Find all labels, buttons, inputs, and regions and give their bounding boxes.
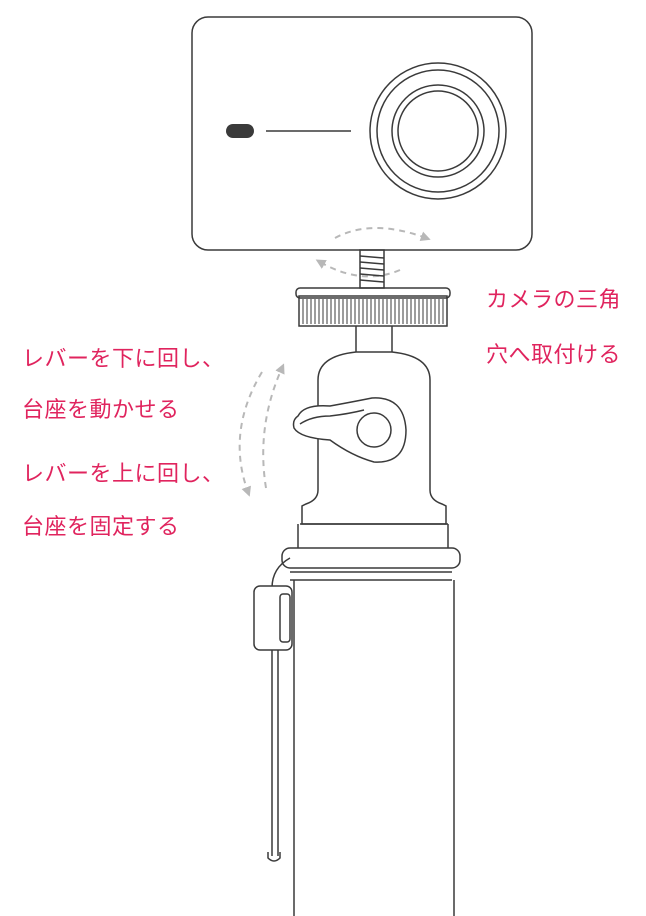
lever-arrows — [238, 363, 285, 497]
strap-clip — [253, 557, 293, 862]
lever-up-label-line2: 台座を固定する — [22, 515, 180, 540]
lever-down-label-line2: 台座を動かせる — [22, 398, 180, 423]
lever-arrow-up — [262, 363, 285, 489]
mounting-screw — [359, 249, 385, 289]
knob-knurling — [302, 299, 444, 324]
pole-collar — [281, 524, 461, 581]
action-camera — [191, 16, 533, 251]
camera-lens-inner — [391, 84, 485, 178]
camera-lens-ring — [376, 69, 500, 193]
camera-mount-label-line1: カメラの三角 — [486, 288, 622, 313]
camera-led — [226, 124, 254, 138]
collar-ring — [281, 547, 461, 569]
lever-up-label-line1: レバーを上に回し、 — [22, 462, 225, 487]
camera-mount-label-line2: 穴へ取付ける — [486, 343, 622, 368]
knob-top — [295, 287, 451, 299]
camera-lens-outer — [369, 62, 507, 200]
knob-body — [298, 295, 448, 327]
lever-down-label-line1: レバーを下に回し、 — [22, 347, 225, 372]
rotation-arrows — [315, 227, 431, 278]
lock-lever — [292, 397, 407, 463]
pole-body — [293, 580, 455, 916]
knurled-knob — [295, 287, 451, 327]
ball-head-stem — [355, 326, 393, 352]
camera-lens-core — [397, 90, 479, 172]
rotate-arrow-upper — [334, 227, 431, 241]
lever-arrow-down — [238, 371, 263, 497]
strap-tip — [267, 852, 281, 862]
lever-pivot — [356, 412, 392, 448]
ball-head — [300, 326, 448, 525]
